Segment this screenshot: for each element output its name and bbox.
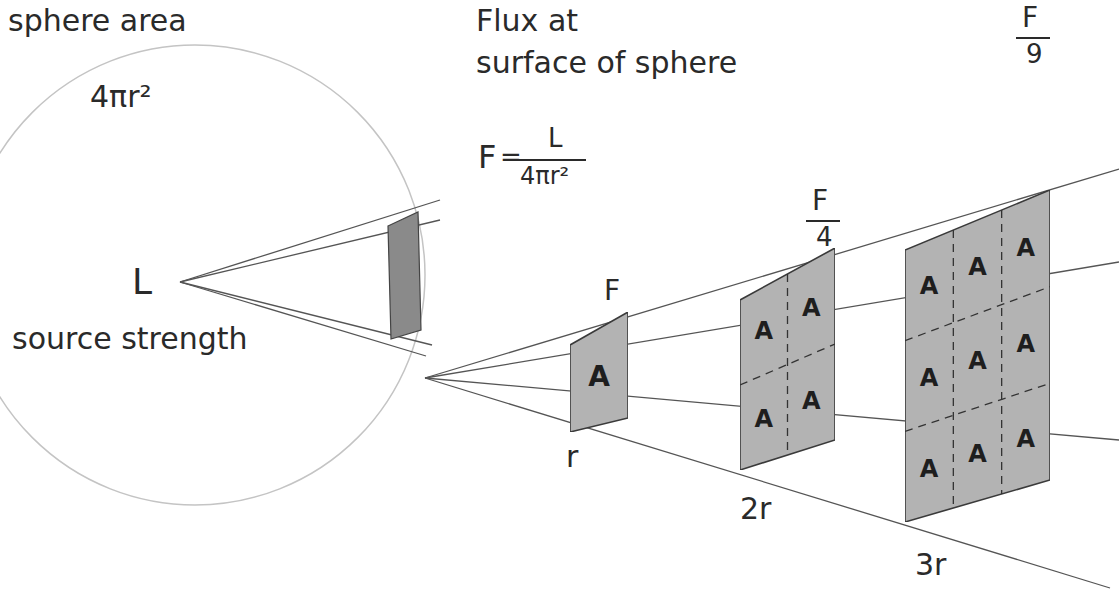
area-unit: A bbox=[920, 366, 939, 390]
patch-outline bbox=[905, 190, 1050, 522]
fraction-bar bbox=[806, 220, 840, 222]
grid-line bbox=[787, 274, 788, 455]
patch-outline bbox=[570, 312, 628, 432]
flux-area-patch: A bbox=[570, 312, 628, 432]
sphere-outline bbox=[0, 45, 425, 505]
source-label: source strength bbox=[12, 322, 248, 355]
distance-label: 3r bbox=[915, 548, 946, 581]
equals-sign: = bbox=[500, 143, 522, 172]
area-unit: A bbox=[1017, 236, 1036, 260]
flux-title: Flux at bbox=[476, 4, 578, 37]
patch-shape bbox=[740, 248, 835, 470]
grid-line bbox=[905, 383, 1050, 431]
patch-outline bbox=[740, 248, 835, 470]
area-unit: A bbox=[588, 363, 610, 391]
flux-value: F bbox=[812, 186, 828, 217]
area-unit: A bbox=[968, 255, 987, 279]
formula-numerator: L bbox=[548, 124, 563, 153]
area-unit: A bbox=[968, 442, 987, 466]
fraction-bar bbox=[1016, 37, 1050, 39]
flux-value: F bbox=[1022, 3, 1038, 34]
area-unit: A bbox=[920, 274, 939, 298]
area-unit: A bbox=[754, 319, 773, 343]
area-unit: A bbox=[802, 389, 821, 413]
sphere-area-formula: 4πr² bbox=[90, 80, 152, 113]
flux-area-patch: A A A A A A A A A bbox=[905, 190, 1050, 522]
fraction-bar bbox=[518, 159, 586, 161]
area-unit: A bbox=[802, 296, 821, 320]
grid-line bbox=[1001, 210, 1002, 494]
flux-divisor: 4 bbox=[816, 223, 833, 252]
flux-title: surface of sphere bbox=[476, 46, 737, 79]
flux-divisor: 9 bbox=[1026, 40, 1043, 69]
flux-symbol: F bbox=[478, 140, 496, 175]
formula-denominator: 4πr² bbox=[520, 163, 569, 189]
area-unit: A bbox=[968, 349, 987, 373]
flux-rays bbox=[425, 169, 1119, 588]
area-unit: A bbox=[1017, 427, 1036, 451]
area-unit: A bbox=[1017, 332, 1036, 356]
distance-label: r bbox=[566, 440, 578, 473]
flux-value: F bbox=[604, 276, 620, 307]
distance-label: 2r bbox=[740, 492, 771, 525]
source-symbol: L bbox=[132, 262, 152, 302]
grid-line bbox=[953, 230, 954, 508]
grid-line bbox=[740, 344, 835, 385]
flux-area-patch: A A A A bbox=[740, 248, 835, 470]
sphere-area-label: sphere area bbox=[8, 4, 187, 37]
sphere-patch bbox=[388, 212, 421, 339]
area-unit: A bbox=[754, 407, 773, 431]
area-unit: A bbox=[920, 457, 939, 481]
